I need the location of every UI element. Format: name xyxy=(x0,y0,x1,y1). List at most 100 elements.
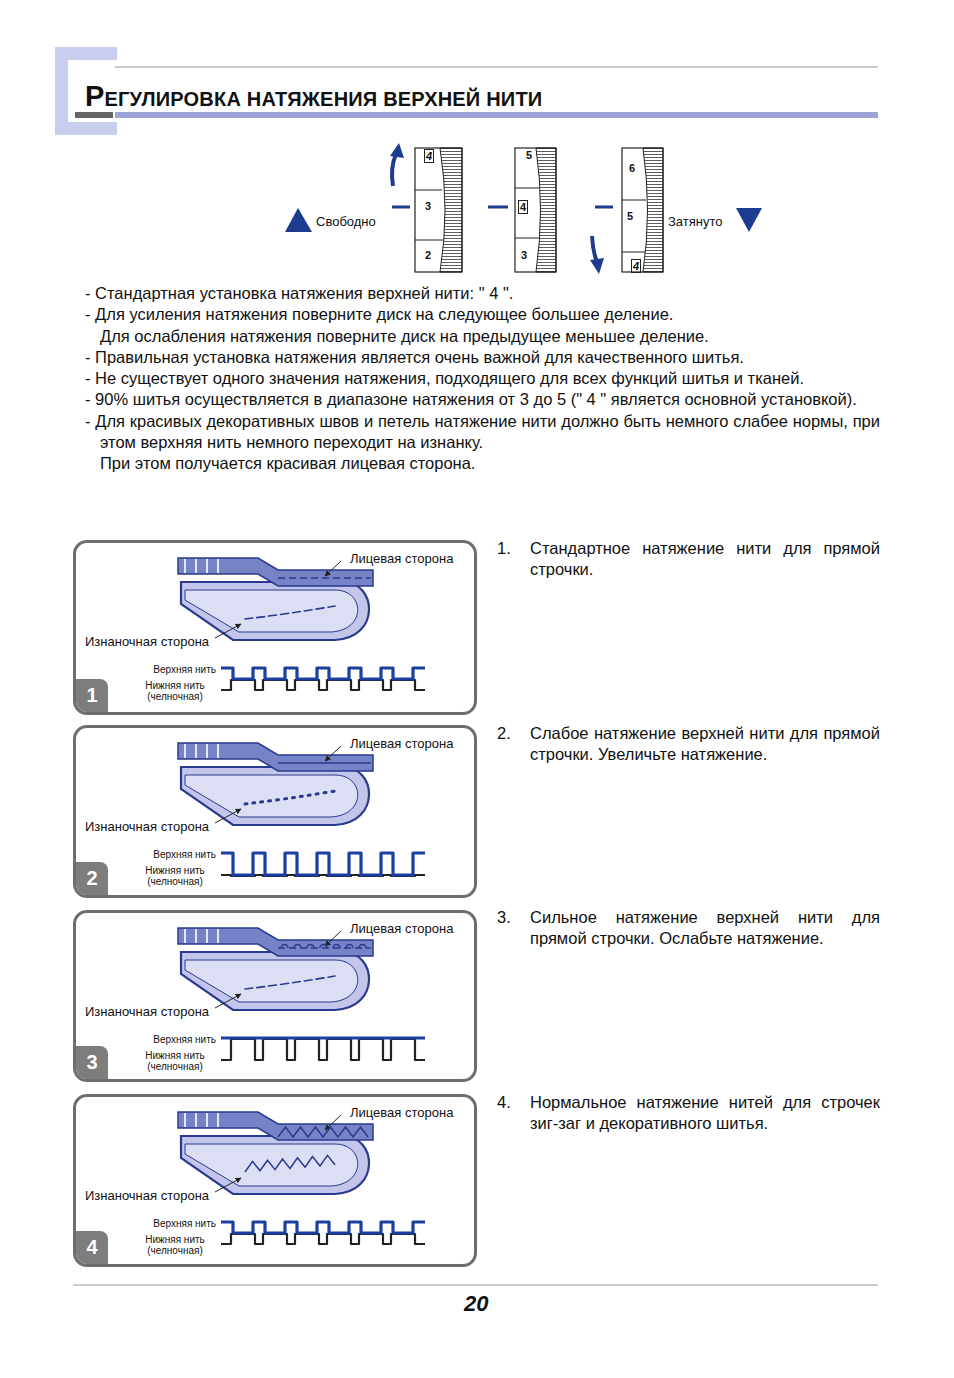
seam-stitch xyxy=(217,559,219,573)
side-label: Лицевая сторона xyxy=(350,921,453,936)
seam-stitch xyxy=(206,559,208,573)
art-part xyxy=(415,240,443,241)
seam-stitch xyxy=(184,744,186,758)
zigzag-stitch xyxy=(278,1127,368,1137)
dial-number: 4 xyxy=(518,200,528,214)
direction-marks xyxy=(285,143,762,274)
seam-stitch xyxy=(217,1113,219,1127)
dial-number: 4 xyxy=(631,259,641,273)
turn-arrow xyxy=(592,236,597,262)
stitch-line xyxy=(245,606,335,619)
seam-stitch xyxy=(195,559,197,573)
art-part xyxy=(415,148,462,272)
tension-dial xyxy=(415,148,462,272)
side-label: Лицевая сторона xyxy=(350,736,453,751)
upper-thread xyxy=(221,668,425,679)
art-part xyxy=(440,148,462,272)
bobbin-thread xyxy=(221,680,425,690)
note-text: - Не существует одного значения натяжени… xyxy=(85,368,880,389)
stitch-panel-art xyxy=(185,744,425,876)
dash-mark xyxy=(595,206,613,209)
note-text: При этом получается красивая лицевая сто… xyxy=(85,453,880,474)
seam-stitch xyxy=(184,1113,186,1127)
seam-stitch xyxy=(195,929,197,943)
dial-number: 5 xyxy=(626,210,634,222)
description-item: 1. Стандартное натяжение нити для прямой … xyxy=(497,538,880,581)
art-part xyxy=(536,148,556,272)
stitch-line xyxy=(278,947,371,948)
seam-stitch xyxy=(217,744,219,758)
fabric-illustration xyxy=(178,1112,373,1194)
art-part xyxy=(515,238,540,239)
seam-stitch xyxy=(206,929,208,943)
dial-number: 4 xyxy=(424,149,434,163)
thread-label: Нижняя нить (челночная) xyxy=(134,865,216,887)
bobbin-thread xyxy=(221,1039,425,1060)
stitch-line xyxy=(245,791,335,804)
dial-number: 3 xyxy=(424,200,432,212)
upper-thread xyxy=(221,1222,425,1233)
seam-stitch xyxy=(217,929,219,943)
note-text: - Стандартная установка натяжения верхне… xyxy=(85,283,880,304)
title-bar xyxy=(115,112,878,118)
note-text: Для ослабления натяжения поверните диск … xyxy=(85,326,880,347)
seam-stitch xyxy=(184,559,186,573)
thread-label: Нижняя нить (челночная) xyxy=(134,680,216,702)
note-text: - 90% шитья осуществляется в диапазоне н… xyxy=(85,389,880,410)
side-label: Изнаночная сторона xyxy=(85,1004,209,1019)
notes-list: - Стандартная установка натяжения верхне… xyxy=(85,283,880,475)
art-part xyxy=(643,148,663,272)
dial-number: 3 xyxy=(520,249,528,261)
seam-stitch xyxy=(206,1113,208,1127)
dash-mark xyxy=(488,206,508,209)
upper-thread xyxy=(221,853,425,875)
thread-label: Верхняя нить xyxy=(116,849,216,860)
stitch-panel-art xyxy=(185,1113,425,1244)
thread-label: Нижняя нить (челночная) xyxy=(134,1050,216,1072)
art-part xyxy=(622,148,663,272)
dial-number: 2 xyxy=(424,249,432,261)
turn-arrowhead xyxy=(390,143,404,158)
dial-number: 6 xyxy=(628,162,636,174)
dash-mark xyxy=(392,206,410,209)
note-text: - Правильная установка натяжения являетс… xyxy=(85,347,880,368)
item-text: Стандартное натяжение нити для прямой ст… xyxy=(530,538,880,581)
item-number: 4. xyxy=(497,1092,511,1113)
side-label: Изнаночная сторона xyxy=(85,819,209,834)
fabric-illustration xyxy=(178,558,373,640)
description-item: 2.Слабое натяжение верхней нити для прям… xyxy=(497,723,880,766)
art-part xyxy=(515,148,556,272)
scale-label: Свободно xyxy=(316,214,376,229)
dial-number: 5 xyxy=(525,149,533,161)
loose-triangle xyxy=(285,208,312,232)
description-item: 4.Нормальное натяжение нитей для строчек… xyxy=(497,1092,880,1135)
fabric-illustration xyxy=(178,928,373,1010)
zigzag-stitch xyxy=(245,1155,335,1172)
art-part xyxy=(415,190,442,191)
item-number: 1. xyxy=(497,538,511,559)
art-part xyxy=(622,200,646,201)
page-number: 20 xyxy=(464,1291,488,1317)
fabric-illustration xyxy=(178,743,373,825)
example-panel: Лицевая сторонаИзнаночная сторонаВерхняя… xyxy=(73,1094,477,1267)
note-text: - Для усиления натяжения поверните диск … xyxy=(85,304,880,325)
turn-arrow xyxy=(392,154,396,186)
stitch-panel-art xyxy=(185,559,425,690)
stitch-line xyxy=(278,577,371,578)
side-label: Изнаночная сторона xyxy=(85,634,209,649)
seam-stitch xyxy=(195,1113,197,1127)
bobbin-thread xyxy=(221,1234,425,1244)
art-part xyxy=(515,188,539,189)
header-rule xyxy=(115,67,878,68)
thread-label: Нижняя нить (челночная) xyxy=(134,1234,216,1256)
example-panel: Лицевая сторонаИзнаночная сторонаВерхняя… xyxy=(73,725,477,898)
scale-label: Затянуто xyxy=(668,214,723,229)
item-text: Слабое натяжение верхней нити для прямой… xyxy=(530,723,880,766)
seam-stitch xyxy=(206,744,208,758)
stitch-details xyxy=(185,559,425,1244)
seam-stitch xyxy=(195,744,197,758)
tension-dial xyxy=(515,148,556,272)
seam-stitch xyxy=(184,929,186,943)
